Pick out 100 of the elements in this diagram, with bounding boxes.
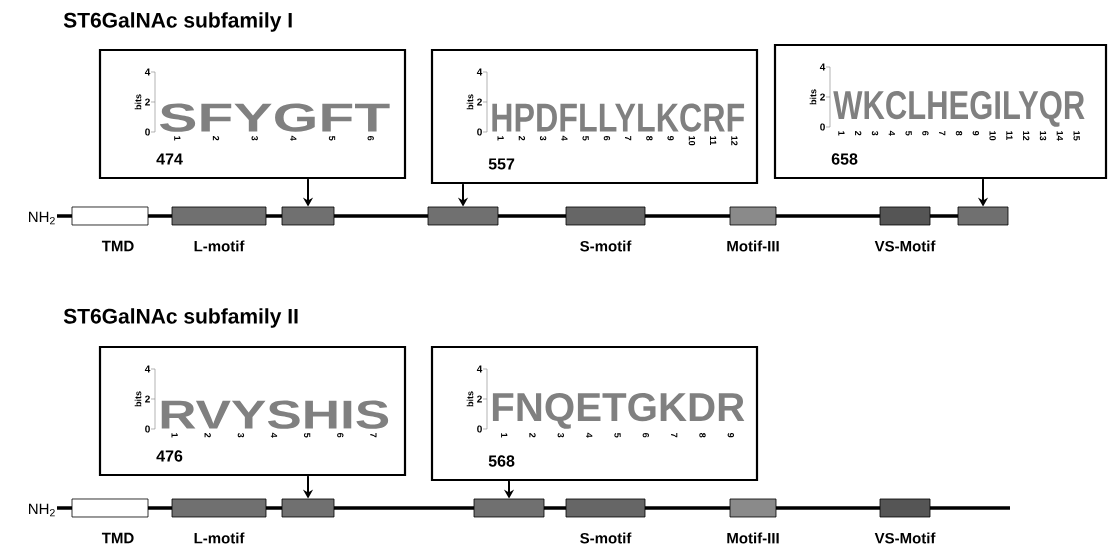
position-number: 2 (855, 131, 862, 136)
position-number: 5 (614, 433, 621, 438)
domain-box (71, 498, 149, 518)
domain-label: S-motif (580, 532, 632, 544)
terminus-label: NH$_{2}$ (29, 503, 55, 517)
position-label: 476 (156, 450, 183, 462)
tick-label: 2 (145, 98, 150, 106)
domain-box (71, 206, 149, 226)
residue-letters: SFYGFT (159, 103, 390, 132)
subfamily-heading: ST6GalNAc subfamily II (63, 308, 298, 328)
position-number: 3 (871, 130, 879, 136)
domain-box (565, 206, 646, 226)
terminus-label: NH$_{2}$ (29, 211, 55, 225)
axis-title: bits (809, 89, 817, 105)
position-number: 7 (671, 433, 678, 438)
position-number: 5 (905, 131, 912, 136)
motif-frame (773, 43, 1108, 180)
position-number: 12 (1023, 131, 1030, 141)
position-number: 8 (699, 433, 706, 438)
tick-label: 4 (819, 63, 826, 71)
position-number: 12 (731, 136, 738, 146)
domain-label: VS-Motif (874, 532, 936, 544)
residue-letters: FNQETGKDR (492, 392, 745, 429)
tick-label: 0 (820, 123, 825, 131)
position-number: 4 (586, 432, 593, 438)
domain-box (281, 498, 335, 518)
position-number: 3 (251, 135, 258, 141)
position-number: 8 (646, 136, 653, 141)
domain-label: VS-Motif (874, 240, 936, 252)
tick-label: 0 (145, 425, 150, 433)
domain-box (171, 498, 267, 518)
tick-label: 0 (477, 425, 482, 433)
position-label: 557 (488, 158, 515, 170)
position-number: 3 (237, 432, 245, 438)
position-number: 9 (972, 131, 979, 136)
domain-label: L-motif (194, 240, 245, 252)
position-number: 6 (337, 433, 344, 438)
position-number: 1 (174, 136, 181, 141)
position-number: 1 (501, 433, 508, 438)
tick-label: 4 (144, 365, 151, 373)
position-number: 2 (204, 433, 211, 438)
domain-box (729, 206, 777, 226)
residue-letters: WKCLHEGILYQR (833, 90, 1085, 127)
axis-title: bits (466, 94, 474, 110)
position-number: 3 (557, 432, 564, 438)
position-number: 6 (603, 136, 611, 141)
tick-label: 0 (477, 128, 482, 136)
position-number: 5 (328, 136, 336, 141)
position-number: 7 (939, 131, 946, 136)
position-number: 1 (497, 136, 504, 141)
axis-title: bits (134, 391, 142, 407)
position-number: 6 (922, 131, 929, 136)
position-label: 474 (156, 153, 183, 165)
position-number: 15 (1073, 131, 1080, 141)
position-number: 6 (642, 433, 649, 438)
tick-label: 4 (476, 68, 483, 76)
domain-label: Motif-III (727, 240, 779, 252)
domain-box (281, 206, 335, 226)
tick-label: 0 (145, 128, 150, 136)
position-number: 3 (539, 135, 547, 141)
position-number: 10 (989, 131, 996, 141)
position-number: 1 (171, 433, 178, 438)
position-number: 5 (303, 433, 311, 438)
position-number: 4 (561, 135, 568, 141)
position-number: 9 (667, 136, 674, 141)
domain-label: TMD (101, 240, 134, 252)
position-number: 6 (367, 136, 374, 141)
motif-frame (430, 345, 759, 482)
motif-frame (430, 48, 759, 185)
domain-box (729, 498, 777, 518)
domain-label: TMD (101, 532, 134, 544)
domain-box (565, 498, 646, 518)
position-number: 2 (212, 136, 220, 141)
position-number: 7 (370, 433, 377, 438)
position-label: 568 (488, 455, 515, 467)
tick-label: 4 (476, 365, 483, 373)
motif-frame (98, 345, 407, 477)
domain-box (427, 206, 499, 226)
position-number: 9 (727, 433, 734, 438)
tick-label: 2 (477, 98, 482, 106)
position-number: 13 (1039, 131, 1047, 141)
domain-box (879, 206, 931, 226)
axis-title: bits (134, 94, 142, 110)
domain-box (957, 206, 1009, 226)
position-number: 2 (529, 433, 536, 438)
position-number: 10 (688, 136, 696, 146)
position-label: 658 (831, 153, 858, 165)
tick-label: 2 (477, 395, 482, 403)
position-number: 2 (518, 136, 526, 141)
tick-label: 2 (820, 93, 825, 101)
domain-label: L-motif (194, 532, 245, 544)
position-number: 5 (582, 136, 589, 141)
domain-box (879, 498, 931, 518)
position-number: 4 (290, 135, 297, 141)
position-number: 11 (1006, 131, 1013, 140)
domain-label: Motif-III (727, 532, 779, 544)
tick-label: 4 (144, 68, 151, 76)
domain-box (473, 498, 545, 518)
position-number: 14 (1056, 131, 1063, 141)
motif-frame (98, 48, 407, 180)
